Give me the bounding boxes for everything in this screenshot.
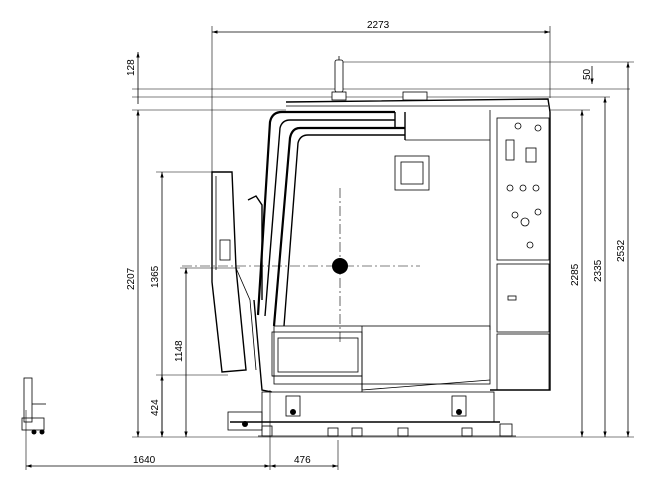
dim-overall-length: 2273 [367, 20, 390, 31]
dim-1640: 1640 [133, 455, 156, 466]
dim-2335: 2335 [593, 259, 604, 282]
machine-body [182, 56, 551, 437]
dim-1365: 1365 [150, 265, 161, 288]
dim-1148: 1148 [174, 340, 185, 362]
accessory-stand [21, 377, 46, 435]
dim-2532: 2532 [616, 239, 627, 262]
dim-2207: 2207 [126, 267, 137, 290]
dim-476: 476 [294, 455, 311, 466]
dim-128: 128 [126, 59, 137, 76]
dim-424: 424 [150, 399, 161, 416]
dimension-labels: 2273 128 50 2207 1365 1148 424 2285 2335… [126, 20, 627, 466]
dimension-lines [25, 26, 634, 470]
dim-2285: 2285 [570, 263, 581, 286]
dim-50: 50 [582, 68, 593, 80]
